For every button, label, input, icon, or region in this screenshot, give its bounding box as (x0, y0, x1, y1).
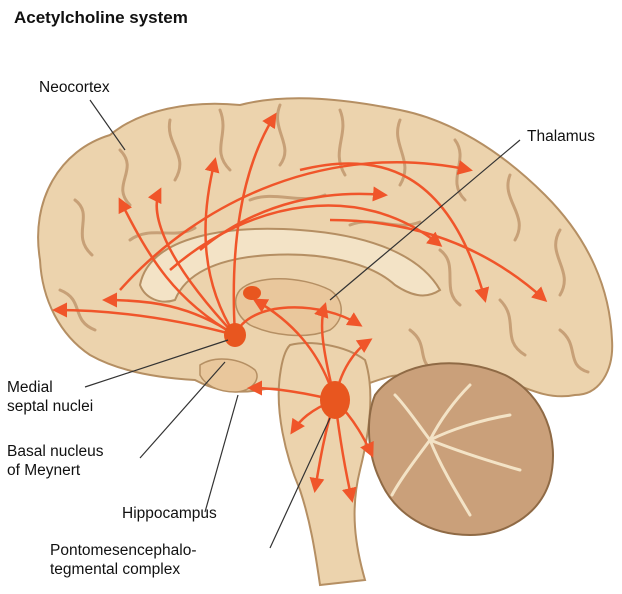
label-basal-nucleus-2: of Meynert (7, 461, 80, 480)
thalamic-target (243, 286, 261, 300)
label-neocortex: Neocortex (39, 78, 110, 97)
label-ponto-2: tegmental complex (50, 560, 180, 579)
label-hippocampus: Hippocampus (122, 504, 217, 523)
cerebellum (369, 363, 553, 535)
pontomesencephalotegmental-nucleus (320, 381, 350, 419)
brainstem (279, 343, 371, 585)
label-ponto-1: Pontomesencephalo- (50, 541, 197, 560)
label-medial-septal-2: septal nuclei (7, 397, 93, 416)
label-thalamus: Thalamus (527, 127, 595, 146)
label-basal-nucleus-1: Basal nucleus (7, 442, 104, 461)
medial-septal-nucleus (224, 323, 246, 347)
label-medial-septal-1: Medial (7, 378, 53, 397)
